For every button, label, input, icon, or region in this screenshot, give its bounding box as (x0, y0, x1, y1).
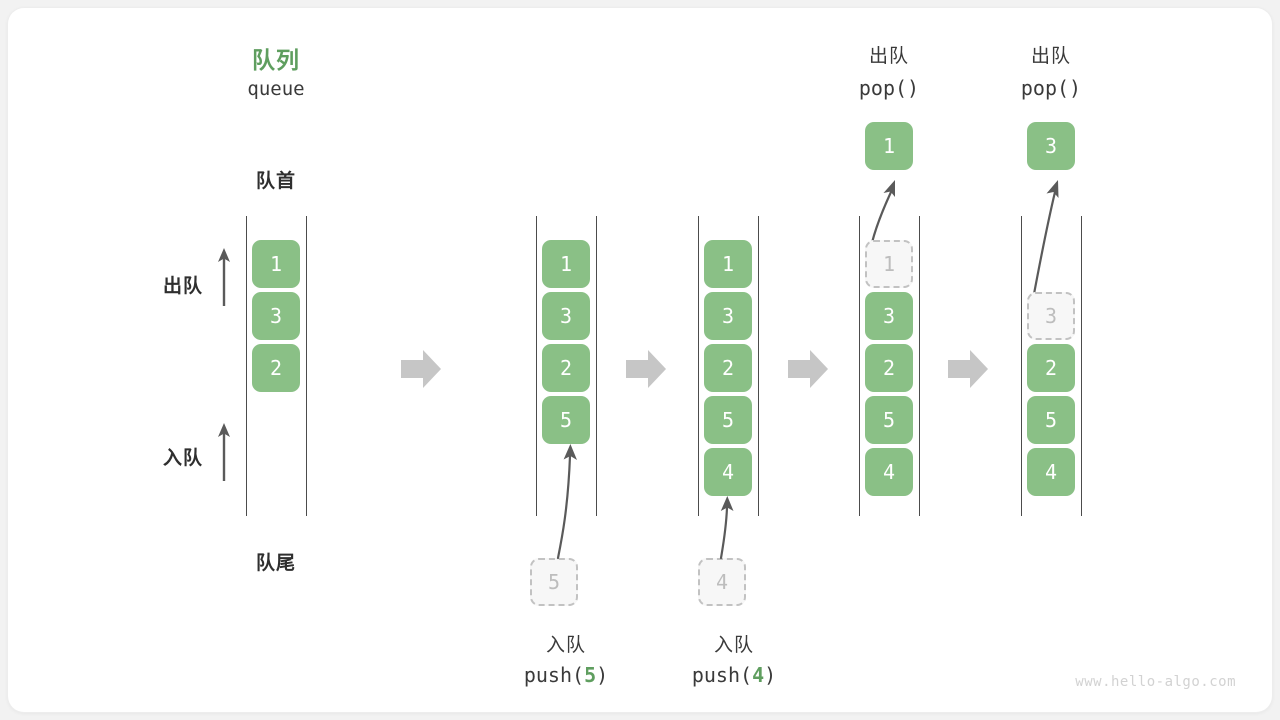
queue-cell: 2 (542, 344, 590, 392)
queue-cell: 4 (1027, 448, 1075, 496)
queue-cell: 3 (252, 292, 300, 340)
queue-rail-left (536, 216, 537, 516)
step-header-code: pop() (858, 76, 920, 100)
enqueue-curved-arrow-icon (538, 438, 598, 562)
queue-cell: 5 (865, 396, 913, 444)
incoming-ghost-cell: 4 (698, 558, 746, 606)
queue-cell: 3 (865, 292, 913, 340)
popped-cell: 1 (865, 122, 913, 170)
queue-rail-left (1021, 216, 1022, 516)
queue-rail-left (698, 216, 699, 516)
queue-rail-right (1081, 216, 1082, 516)
enqueue-side-label: 入队 (162, 447, 203, 469)
queue-cell: 5 (704, 396, 752, 444)
step-header-code: pop() (1020, 76, 1082, 100)
watermark: www.hello-algo.com (1075, 674, 1236, 690)
queue-rail-left (859, 216, 860, 516)
enqueue-direction-arrow-icon (214, 421, 234, 483)
queue-cell-ghost: 3 (1027, 292, 1075, 340)
queue-cell: 5 (1027, 396, 1075, 444)
queue-rail-right (596, 216, 597, 516)
queue-cell: 2 (252, 344, 300, 392)
queue-cell: 2 (865, 344, 913, 392)
queue-rail-right (919, 216, 920, 516)
flow-arrow-icon (401, 348, 441, 390)
step-header-cn: 出队 (1030, 45, 1071, 67)
code-prefix: push( (691, 663, 753, 687)
queue-cell: 4 (865, 448, 913, 496)
queue-cell: 5 (542, 396, 590, 444)
queue-rail-right (306, 216, 307, 516)
code-suffix: ) (764, 663, 777, 687)
step-caption-code: push(4) (644, 663, 824, 687)
dequeue-direction-arrow-icon (214, 246, 234, 308)
queue-cell: 2 (704, 344, 752, 392)
queue-cell: 1 (252, 240, 300, 288)
dequeue-side-label: 出队 (162, 275, 203, 297)
diagram-title-cn: 队列 (252, 48, 300, 74)
diagram-title-en: queue (247, 78, 305, 100)
code-arg: 5 (584, 663, 597, 687)
queue-cell: 4 (704, 448, 752, 496)
queue-cell: 2 (1027, 344, 1075, 392)
step-header-cn: 出队 (868, 45, 909, 67)
flow-arrow-icon (788, 348, 828, 390)
queue-rear-label: 队尾 (255, 552, 296, 574)
code-prefix: push( (523, 663, 585, 687)
popped-cell: 3 (1027, 122, 1075, 170)
step-caption-cn: 入队 (545, 634, 586, 656)
queue-cell: 1 (704, 240, 752, 288)
enqueue-curved-arrow-icon (702, 490, 762, 562)
queue-cell-ghost: 1 (865, 240, 913, 288)
diagram-card: 队列 queue 队首 队尾 出队 入队 1 3 2 (8, 8, 1272, 712)
code-suffix: ) (596, 663, 609, 687)
queue-rail-left (246, 216, 247, 516)
code-arg: 4 (752, 663, 765, 687)
step-caption-code: push(5) (476, 663, 656, 687)
queue-cell: 3 (542, 292, 590, 340)
incoming-ghost-cell: 5 (530, 558, 578, 606)
queue-rail-right (758, 216, 759, 516)
queue-cell: 1 (542, 240, 590, 288)
queue-cell: 3 (704, 292, 752, 340)
flow-arrow-icon (626, 348, 666, 390)
step-caption-cn: 入队 (713, 634, 754, 656)
flow-arrow-icon (948, 348, 988, 390)
queue-front-label: 队首 (255, 170, 296, 192)
